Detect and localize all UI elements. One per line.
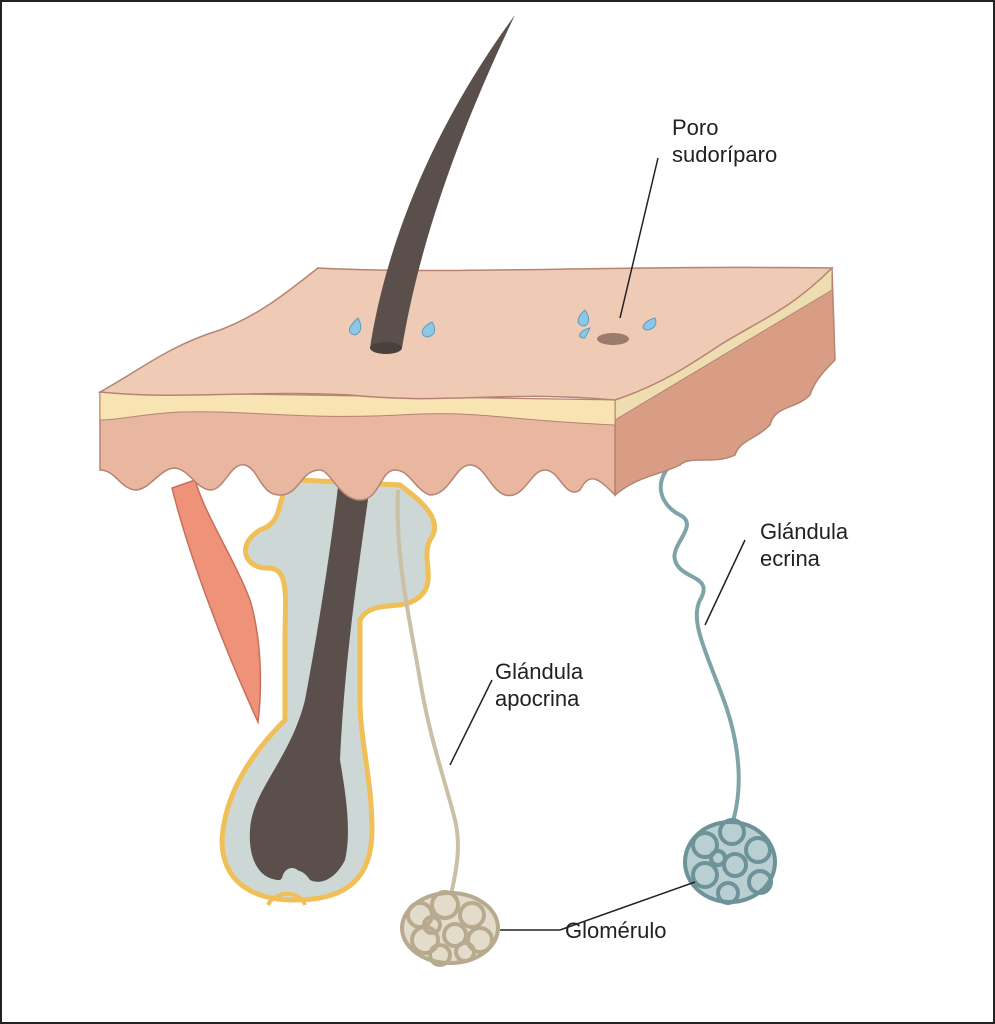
apocrine-glomerulus — [400, 890, 500, 967]
eccrine-glomerulus — [683, 818, 777, 905]
arrector-pili-muscle — [171, 479, 262, 725]
skin-front-face — [99, 391, 616, 501]
dermal-papilla — [282, 868, 302, 892]
epidermis-front-band — [99, 391, 616, 426]
label-poro-sudoriparo: Poro sudoríparo — [672, 114, 777, 168]
leader-lines — [449, 157, 746, 931]
hair-base — [370, 342, 402, 354]
skin-side-face — [614, 266, 836, 497]
skin-top-face — [97, 266, 834, 401]
sweat-droplets — [348, 309, 657, 339]
label-line: apocrina — [495, 686, 580, 711]
label-line: ecrina — [760, 546, 820, 571]
label-line: Glándula — [760, 519, 849, 544]
label-line: Glándula — [495, 659, 584, 684]
label-line: sudoríparo — [672, 142, 778, 167]
follicle-base — [266, 891, 307, 907]
apocrine-duct — [395, 489, 460, 901]
eccrine-duct — [658, 456, 741, 831]
sweat-pore — [597, 333, 629, 345]
label-line: Poro — [672, 115, 719, 140]
hair-shaft — [370, 15, 515, 348]
label-glandula-ecrina: Glándula ecrina — [760, 518, 848, 572]
hair-root — [249, 470, 372, 882]
label-glandula-apocrina: Glándula apocrina — [495, 658, 583, 712]
label-glomerulo: Glomérulo — [565, 918, 667, 943]
